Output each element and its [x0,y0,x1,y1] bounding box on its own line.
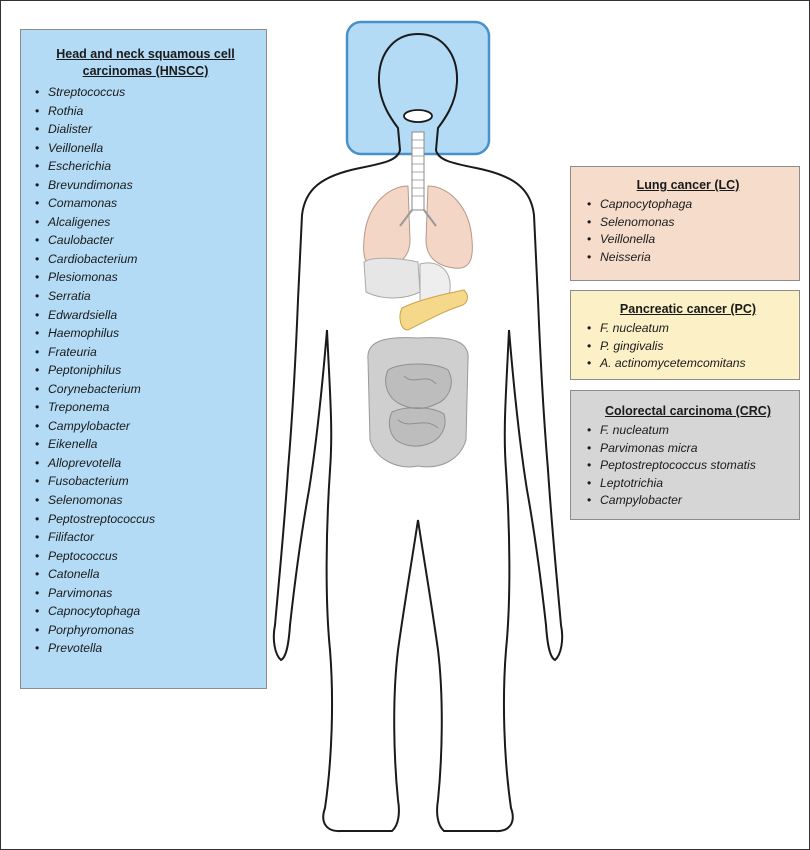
colorectal-carcinoma-list: F. nucleatumParvimonas micraPeptostrepto… [585,422,791,510]
colorectal-carcinoma-item: Leptotrichia [585,475,791,493]
hnscc-item: Fusobacterium [33,472,258,491]
hnscc-item: Catonella [33,565,258,584]
hnscc-item: Peptococcus [33,547,258,566]
hnscc-item: Eikenella [33,435,258,454]
liver [364,258,420,298]
hnscc-item: Caulobacter [33,231,258,250]
hnscc-item: Serratia [33,287,258,306]
lung-cancer-title: Lung cancer (LC) [585,177,791,194]
hnscc-item: Rothia [33,102,258,121]
hnscc-item: Filifactor [33,528,258,547]
colorectal-carcinoma-item: Peptostreptococcus stomatis [585,457,791,475]
lung-cancer-item: Capnocytophaga [585,196,791,214]
pancreatic-cancer-title: Pancreatic cancer (PC) [585,301,791,318]
lung-cancer-item: Selenomonas [585,214,791,232]
hnscc-item: Treponema [33,398,258,417]
hnscc-item: Veillonella [33,139,258,158]
hnscc-item: Campylobacter [33,417,258,436]
hnscc-item: Prevotella [33,639,258,658]
colorectal-carcinoma-title: Colorectal carcinoma (CRC) [585,403,791,420]
hnscc-item: Brevundimonas [33,176,258,195]
hnscc-panel: Head and neck squamous cell carcinomas (… [20,29,267,689]
hnscc-item: Streptococcus [33,83,258,102]
hnscc-item: Peptostreptococcus [33,510,258,529]
pancreatic-cancer-item: F. nucleatum [585,320,791,338]
lung-cancer-panel: Lung cancer (LC) CapnocytophagaSelenomon… [570,166,800,281]
lung-cancer-item: Veillonella [585,231,791,249]
hnscc-item: Peptoniphilus [33,361,258,380]
pancreatic-cancer-item: A. actinomycetemcomitans [585,355,791,373]
hnscc-item: Selenomonas [33,491,258,510]
hnscc-item: Corynebacterium [33,380,258,399]
hnscc-item: Escherichia [33,157,258,176]
hnscc-item: Edwardsiella [33,306,258,325]
hnscc-item: Alloprevotella [33,454,258,473]
colorectal-carcinoma-item: Campylobacter [585,492,791,510]
lung-cancer-item: Neisseria [585,249,791,267]
colorectal-carcinoma-item: F. nucleatum [585,422,791,440]
hnscc-item: Plesiomonas [33,268,258,287]
pancreatic-cancer-item: P. gingivalis [585,338,791,356]
hnscc-item: Comamonas [33,194,258,213]
hnscc-item: Dialister [33,120,258,139]
pancreatic-cancer-panel: Pancreatic cancer (PC) F. nucleatumP. gi… [570,290,800,380]
hnscc-item: Haemophilus [33,324,258,343]
hnscc-item: Cardiobacterium [33,250,258,269]
colorectal-carcinoma-item: Parvimonas micra [585,440,791,458]
hnscc-list: StreptococcusRothiaDialisterVeillonellaE… [33,83,258,658]
trachea [412,132,424,210]
pancreatic-cancer-list: F. nucleatumP. gingivalisA. actinomycete… [585,320,791,373]
hnscc-item: Porphyromonas [33,621,258,640]
lung-cancer-list: CapnocytophagaSelenomonasVeillonellaNeis… [585,196,791,266]
hnscc-item: Parvimonas [33,584,258,603]
hnscc-item: Frateuria [33,343,258,362]
colorectal-carcinoma-panel: Colorectal carcinoma (CRC) F. nucleatumP… [570,390,800,520]
hnscc-item: Alcaligenes [33,213,258,232]
hnscc-item: Capnocytophaga [33,602,258,621]
mouth-icon [404,110,432,122]
hnscc-title: Head and neck squamous cell carcinomas (… [33,46,258,80]
